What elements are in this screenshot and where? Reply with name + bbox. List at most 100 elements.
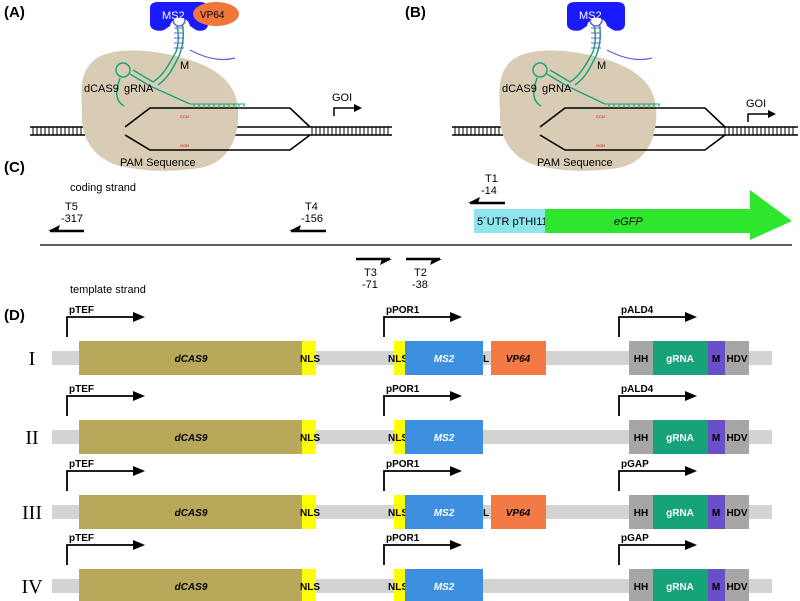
pam-label-b: PAM Sequence — [537, 157, 613, 169]
promoter-3-arrowhead — [685, 540, 697, 550]
nls-segment-2-label: NLS — [388, 354, 408, 365]
m-segment-label: M — [712, 582, 720, 593]
hdv-segment-label: HDV — [726, 582, 747, 593]
promoter-1-arrowhead — [133, 466, 145, 476]
dcas9-protein-blob-b — [499, 50, 657, 171]
template-strand-label: template strand — [70, 284, 146, 296]
promoter-2-label: pPOR1 — [386, 305, 420, 316]
hdv-segment — [725, 341, 749, 375]
construct-numeral: IV — [21, 576, 43, 598]
hdv-segment — [725, 569, 749, 601]
dcas9-segment — [79, 569, 304, 601]
hdv-segment-label: HDV — [726, 508, 747, 519]
ms2-segment — [405, 569, 483, 601]
dcas9-segment — [79, 341, 304, 375]
promoter-1-arrow-icon — [66, 470, 137, 491]
nls-segment-2-label: NLS — [388, 433, 408, 444]
ms2-protein-label: MS2 — [162, 10, 185, 22]
vp64-segment-label: VP64 — [506, 354, 531, 365]
promoter-1-label: pTEF — [69, 459, 94, 470]
egfp-label: eGFP — [614, 216, 643, 228]
pam-label: PAM Sequence — [120, 157, 196, 169]
m-segment — [708, 569, 725, 601]
promoter-3-arrow-icon — [618, 470, 689, 491]
m-label: M — [180, 60, 189, 72]
promoter-3-label: pALD4 — [621, 384, 654, 395]
site-t1-pos: -14 — [481, 185, 497, 197]
m-segment — [708, 341, 725, 375]
panel-a-diagram: CCN GGN MS2 VP64 M dCAS9 gRNA PA — [30, 2, 392, 171]
nls-segment-label: NLS — [300, 582, 320, 593]
promoter-1-arrowhead — [133, 391, 145, 401]
hh-segment — [629, 420, 653, 454]
nls-segment-2 — [394, 341, 408, 375]
promoter-3-arrow-icon — [618, 395, 689, 416]
ms2-protein-b — [567, 2, 625, 31]
promoter-1-label: pTEF — [69, 384, 94, 395]
goi-label: GOI — [332, 92, 352, 104]
hh-segment-label: HH — [634, 433, 648, 444]
promoter-1-arrow-icon — [66, 316, 137, 337]
hdv-segment-label: HDV — [726, 433, 747, 444]
ms2-segment — [405, 495, 483, 529]
hdv-segment-label: HDV — [726, 354, 747, 365]
dcas9-segment — [79, 495, 304, 529]
linker-label: L — [483, 508, 489, 519]
grna-label: gRNA — [124, 83, 154, 95]
hh-segment — [629, 341, 653, 375]
m-segment-label: M — [712, 433, 720, 444]
ggn-label-b: GGN — [596, 143, 605, 148]
ggn-label: GGN — [180, 143, 189, 148]
promoter-3-label: pALD4 — [621, 305, 654, 316]
m-segment-label: M — [712, 354, 720, 365]
promoter-2-arrowhead — [450, 312, 462, 322]
goi-arrow-icon-b — [747, 113, 772, 122]
construct-numeral: I — [29, 348, 36, 370]
grna-segment-label: gRNA — [666, 354, 694, 365]
site-t1-name: T1 — [485, 173, 498, 185]
panel-label-c: (C) — [4, 159, 25, 176]
hh-segment-label: HH — [634, 582, 648, 593]
grna-segment-label: gRNA — [666, 508, 694, 519]
panel-label-a: (A) — [4, 4, 25, 21]
vp64-protein — [193, 2, 239, 26]
dcas9-protein-blob — [81, 50, 239, 171]
m-label-b: M — [597, 60, 606, 72]
promoter-2-arrow-icon — [383, 470, 454, 491]
nls-segment-2 — [394, 495, 408, 529]
promoter-2-label: pPOR1 — [386, 384, 420, 395]
promoter-2-arrow-icon — [383, 316, 454, 337]
vp64-segment — [491, 495, 546, 529]
site-t2-name: T2 — [414, 267, 427, 279]
egfp-arrow — [545, 190, 792, 240]
promoter-2-label: pPOR1 — [386, 459, 420, 470]
grna-segment — [653, 341, 708, 375]
goi-arrow-icon — [333, 107, 358, 116]
ms2-segment-label: MS2 — [434, 433, 455, 444]
site-t4-pos: -156 — [301, 213, 323, 225]
coding-strand-label: coding strand — [70, 182, 136, 194]
panel-label-b: (B) — [405, 4, 426, 21]
dcas9-label: dCAS9 — [84, 83, 119, 95]
m-segment — [708, 495, 725, 529]
promoter-1-label: pTEF — [69, 305, 94, 316]
site-t3-pos: -71 — [362, 279, 378, 291]
nls-segment — [302, 420, 316, 454]
promoter-3-arrow-icon — [618, 544, 689, 565]
nls-segment-label: NLS — [300, 354, 320, 365]
ms2-protein — [150, 2, 208, 31]
site-t3-name: T3 — [364, 267, 377, 279]
site-t4-name: T4 — [305, 201, 318, 213]
hh-segment-label: HH — [634, 508, 648, 519]
grna-segment — [653, 569, 708, 601]
ms2-segment — [405, 420, 483, 454]
promoter-3-arrowhead — [685, 312, 697, 322]
nls-segment-2-label: NLS — [388, 582, 408, 593]
nls-segment-2 — [394, 420, 408, 454]
